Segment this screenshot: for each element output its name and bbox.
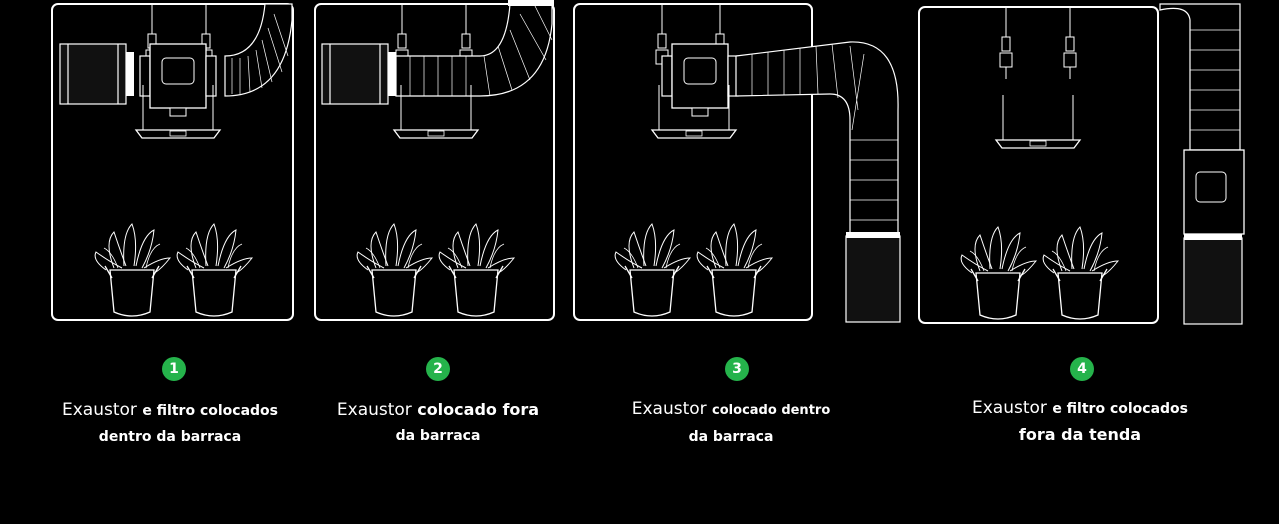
step-2-regular-text: Exaustor [336, 400, 412, 420]
step-4-diagram [918, 3, 1245, 325]
step-2-badge: 2 [426, 357, 450, 381]
step-1-line2: dentro da barraca [98, 429, 242, 445]
step-3-diagram [573, 3, 901, 323]
step-3-badge: 3 [725, 357, 749, 381]
step-4-bold-text: e filtro colocados [1052, 401, 1188, 417]
step-3-caption: Exaustor colocado dentro da barraca [601, 396, 861, 450]
step-2-caption: Exaustor colocado fora da barraca [308, 397, 568, 449]
step-3-line2: da barraca [688, 429, 774, 445]
tent-setup-diagram [51, 0, 1245, 325]
step-2-diagram [314, 0, 555, 321]
step-1-badge: 1 [162, 357, 186, 381]
step-3-regular-text: Exaustor [631, 399, 707, 419]
step-1-regular-text: Exaustor [62, 400, 137, 420]
step-4-line2: fora da tenda [1018, 425, 1142, 444]
step-4-caption: Exaustor e filtro colocados fora da tend… [950, 395, 1210, 448]
step-4-regular-text: Exaustor [972, 398, 1047, 418]
step-1-bold-text: e filtro colocados [142, 403, 278, 419]
step-3-bold-text: colocado dentro [712, 403, 831, 418]
step-2-line2: da barraca [395, 428, 481, 444]
step-1-caption: Exaustor e filtro colocados dentro da ba… [40, 397, 300, 450]
step-1-diagram [51, 3, 294, 321]
step-2-bold-text: colocado fora [417, 400, 540, 419]
step-4-badge: 4 [1070, 357, 1094, 381]
